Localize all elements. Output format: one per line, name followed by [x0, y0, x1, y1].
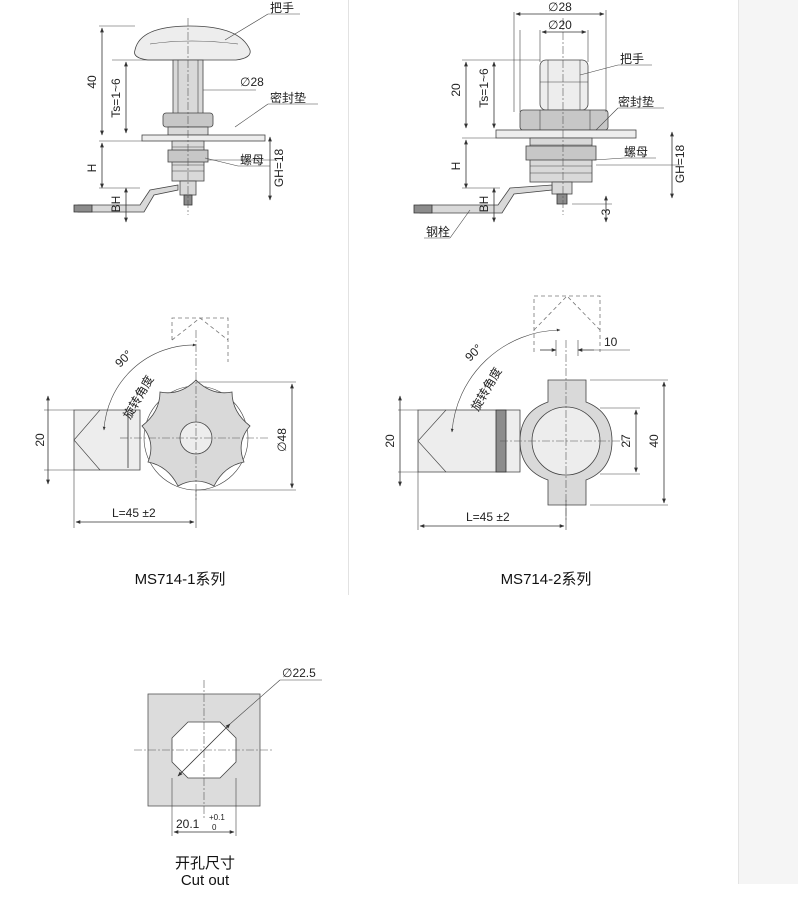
caption-cutout: 开孔尺寸 Cut out — [140, 855, 270, 889]
dim-tol-zero: 0 — [212, 823, 217, 832]
dim-gh-2: GH=18 — [673, 144, 687, 183]
dim-10: 10 — [604, 335, 618, 349]
dim-tol-plus: +0.1 — [209, 813, 225, 822]
dim-bh-2: BH — [477, 196, 491, 213]
caption-cutout-en: Cut out — [180, 872, 230, 889]
ms714-1-front-view: 90° 旋转角度 20 L=45 ±2 ∅48 — [33, 317, 296, 528]
label-gasket-2: 密封垫 — [618, 94, 654, 109]
dim-27: 27 — [619, 434, 633, 448]
dim-90deg-2: 90° — [462, 341, 485, 364]
dim-l45-2: L=45 ±2 — [466, 510, 510, 524]
dim-ts-2: Ts=1~6 — [477, 68, 491, 108]
label-rotation-angle-2: 旋转角度 — [468, 364, 505, 413]
dim-20-1: 20.1 — [176, 817, 200, 831]
caption-ms714-2: MS714-2系列 — [500, 571, 592, 588]
technical-drawing: 40 Ts=1~6 H BH GH=18 ∅28 把手 密封垫 螺母 — [33, 0, 687, 836]
ms714-2-front-view: 90° 旋转角度 10 20 L=45 ±2 27 40 — [383, 295, 668, 530]
dim-90deg: 90° — [112, 347, 135, 370]
dim-phi28-top: ∅28 — [548, 0, 572, 14]
dim-40: 40 — [85, 75, 99, 89]
label-steel-latch: 钢栓 — [426, 224, 450, 239]
dim-ts: Ts=1~6 — [109, 78, 123, 118]
dim-40-front2: 40 — [647, 434, 661, 448]
dim-gh: GH=18 — [272, 148, 286, 187]
dim-phi20: ∅20 — [548, 18, 572, 32]
right-margin-band — [738, 0, 798, 884]
ms714-1-side-view: 40 Ts=1~6 H BH GH=18 ∅28 把手 密封垫 螺母 — [73, 1, 318, 223]
dim-phi28: ∅28 — [240, 75, 264, 89]
dim-h-2: H — [449, 162, 463, 171]
caption-cutout-cn: 开孔尺寸 — [174, 855, 235, 872]
dim-20-top: 20 — [449, 83, 463, 97]
dim-20-front2: 20 — [383, 434, 397, 448]
caption-ms714-1: MS714-1系列 — [134, 571, 226, 588]
label-nut-2: 螺母 — [624, 145, 648, 159]
ms714-2-side-view: ∅28 ∅20 20 Ts=1~6 H BH GH=18 3 把手 密封垫 螺母 — [413, 0, 687, 239]
dim-20-front1: 20 — [33, 433, 47, 447]
dim-l45: L=45 ±2 — [112, 506, 156, 520]
label-handle: 把手 — [270, 1, 294, 15]
dim-bh: BH — [109, 196, 123, 213]
dim-phi48: ∅48 — [275, 428, 289, 452]
cutout-view: ∅22.5 20.1 +0.1 0 — [134, 666, 322, 836]
label-gasket: 密封垫 — [270, 90, 306, 105]
dim-phi22-5: ∅22.5 — [282, 666, 316, 680]
label-handle-2: 把手 — [620, 52, 644, 66]
label-nut: 螺母 — [240, 153, 264, 167]
dim-h: H — [85, 164, 99, 173]
column-divider — [348, 0, 349, 595]
dim-3: 3 — [599, 208, 613, 215]
